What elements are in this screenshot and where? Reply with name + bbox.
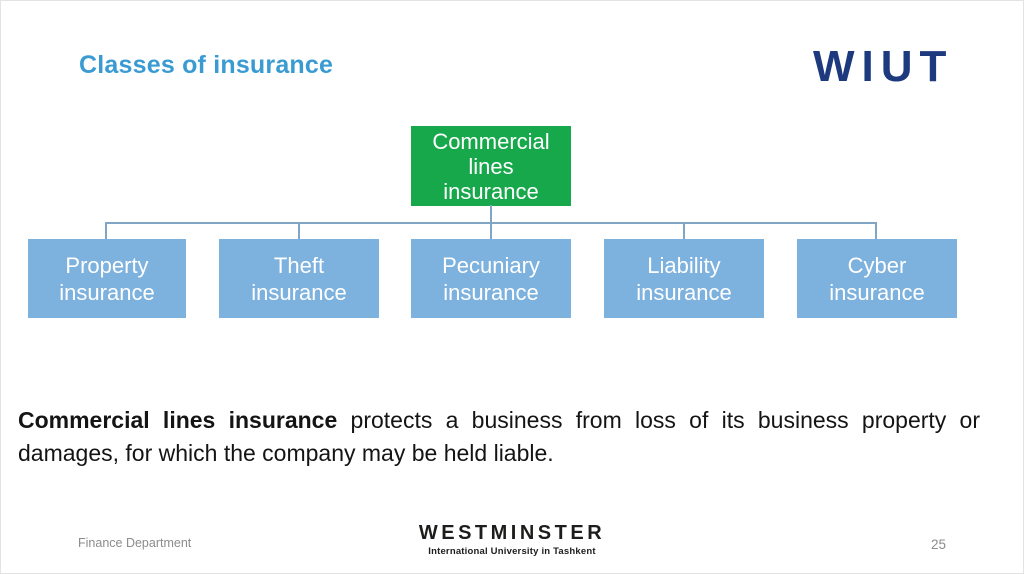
connector-stub-liability — [683, 222, 685, 239]
body-paragraph-rest: protects a business from loss of its bus… — [18, 407, 981, 466]
page-title: Classes of insurance — [79, 51, 334, 79]
wiut-logo: WIUT — [813, 42, 954, 91]
org-chart-node-pecuniary-insurance: Pecuniary insurance — [411, 239, 571, 318]
body-paragraph-bold-lead: Commercial lines insurance — [18, 407, 338, 433]
org-chart-root-node: Commercial lines insurance — [411, 126, 571, 206]
body-paragraph: Commercial lines insurance protects a bu… — [18, 404, 980, 470]
connector-stub-property — [105, 222, 107, 239]
org-chart-node-property-insurance: Property insurance — [28, 239, 186, 318]
westminster-logo-name: WESTMINSTER — [418, 522, 606, 544]
org-chart-node-cyber-insurance: Cyber insurance — [797, 239, 957, 318]
org-chart-node-liability-insurance: Liability insurance — [604, 239, 764, 318]
connector-stub-pecuniary — [490, 222, 492, 239]
connector-root-drop-line — [490, 205, 492, 224]
connector-stub-cyber — [875, 222, 877, 239]
footer-department-label: Finance Department — [78, 536, 192, 550]
page-number: 25 — [931, 537, 947, 552]
org-chart-node-theft-insurance: Theft insurance — [219, 239, 379, 318]
westminster-logo-subtitle: International University in Tashkent — [428, 546, 596, 557]
westminster-logo: WESTMINSTER International University in … — [419, 522, 605, 557]
connector-stub-theft — [298, 222, 300, 239]
